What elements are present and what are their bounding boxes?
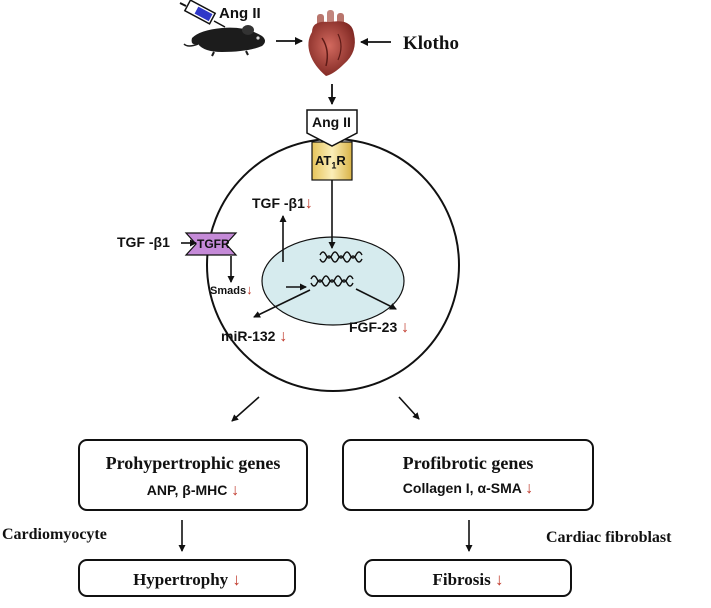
profibrotic-genes-title: Profibrotic genes (402, 453, 534, 473)
fgf-23-label: FGF-23 ↓ (349, 319, 410, 336)
mir-132-label: miR-132 ↓ (221, 328, 288, 345)
down-arrow-icon: ↓ (495, 570, 504, 589)
mouse-icon (183, 25, 265, 57)
down-arrow-icon: ↓ (232, 570, 241, 589)
arrow-cell-to-prohypertrophic (231, 396, 260, 422)
dna-strand-icon (310, 251, 363, 287)
receptor-ligand-label: Ang II (312, 114, 351, 130)
down-arrow-icon: ↓ (279, 328, 288, 345)
tgfr-label: TGFR (197, 237, 230, 251)
prohypertrophic-genes-title: Prohypertrophic genes (105, 453, 281, 473)
tgf-beta1-intracellular-label: TGF -β1↓ (252, 195, 313, 212)
cardiac-fibroblast-label: Cardiac fibroblast (546, 529, 672, 546)
prohypertrophic-genes-box: Prohypertrophic genes ANP, β-MHC ↓ (78, 439, 308, 511)
cardiomyocyte-label: Cardiomyocyte (2, 526, 107, 543)
smads-label: Smads↓ (210, 282, 253, 297)
profibrotic-genes-box: Profibrotic genes Collagen I, α-SMA ↓ (342, 439, 594, 511)
down-arrow-icon: ↓ (304, 195, 313, 212)
arrow-nucleus-to-fgf23 (355, 288, 397, 310)
ang-ii-injection-label: Ang II (219, 5, 261, 22)
prohypertrophic-genes-list: ANP, β-MHC ↓ (146, 482, 240, 499)
fibrosis-box: Fibrosis ↓ (364, 559, 572, 597)
hypertrophy-box: Hypertrophy ↓ (78, 559, 296, 597)
tgf-beta1-external-label: TGF -β1 (117, 234, 170, 250)
arrow-cell-to-profibrotic (398, 396, 420, 420)
down-arrow-icon: ↓ (246, 282, 253, 297)
at1r-receptor (306, 109, 358, 181)
arrow-nucleus-to-mir132 (253, 289, 311, 318)
profibrotic-genes-list: Collagen I, α-SMA ↓ (402, 480, 534, 497)
heart-icon (308, 10, 355, 76)
at1r-label: AT1R (315, 153, 346, 171)
klotho-label: Klotho (403, 33, 459, 54)
down-arrow-icon: ↓ (525, 480, 534, 497)
fibrosis-label: Fibrosis ↓ (432, 570, 504, 589)
syringe-icon (179, 0, 226, 28)
hypertrophy-label: Hypertrophy ↓ (133, 570, 241, 589)
down-arrow-icon: ↓ (401, 319, 410, 336)
down-arrow-icon: ↓ (231, 482, 240, 499)
